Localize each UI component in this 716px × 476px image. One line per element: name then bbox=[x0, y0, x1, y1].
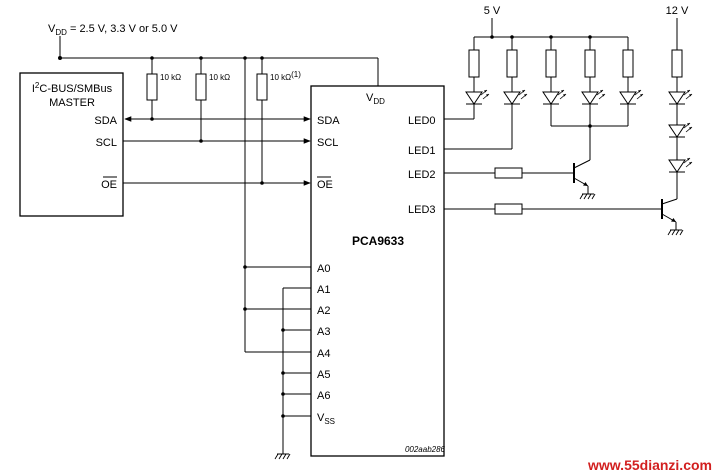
master-title-line2: MASTER bbox=[49, 97, 95, 109]
resistor-value-2: 10 kΩ bbox=[209, 73, 230, 82]
pca9633-chip bbox=[310, 85, 445, 457]
chip-pin-oe: OE bbox=[317, 179, 333, 191]
chip-pin-led3: LED3 bbox=[408, 204, 436, 216]
chip-pin-a4: A4 bbox=[317, 348, 330, 360]
ground-symbol-led2 bbox=[579, 193, 596, 200]
i2c-master-box bbox=[19, 72, 124, 217]
led-icon bbox=[668, 89, 693, 105]
pullup-resistor-oe bbox=[256, 73, 268, 101]
resistor-12v bbox=[671, 49, 683, 78]
chip-pin-vss: VSS bbox=[317, 412, 335, 426]
master-title-line1: I2C-BUS/SMBus bbox=[32, 81, 113, 95]
chip-pin-led2: LED2 bbox=[408, 169, 436, 181]
resistor-value-3: 10 kΩ(1) bbox=[270, 70, 301, 82]
chip-pin-led0: LED0 bbox=[408, 115, 436, 127]
led-icon bbox=[668, 157, 693, 173]
chip-pin-a5: A5 bbox=[317, 369, 330, 381]
led-icon bbox=[668, 122, 693, 138]
chip-pin-a2: A2 bbox=[317, 305, 330, 317]
npn-transistor-led2 bbox=[573, 159, 591, 194]
led-icon bbox=[503, 89, 528, 105]
chip-pin-a3: A3 bbox=[317, 326, 330, 338]
led-branch-3 bbox=[542, 37, 567, 126]
led-icon bbox=[465, 89, 490, 105]
chip-pin-a0: A0 bbox=[317, 263, 330, 275]
pullup-resistor-sda bbox=[146, 73, 158, 101]
chip-pin-led1: LED1 bbox=[408, 145, 436, 157]
resistor-value-1: 10 kΩ bbox=[160, 73, 181, 82]
chip-pin-a6: A6 bbox=[317, 390, 330, 402]
chip-pin-scl: SCL bbox=[317, 137, 338, 149]
master-pin-sda: SDA bbox=[94, 115, 117, 127]
led-branch-1 bbox=[465, 37, 490, 119]
chip-pin-sda: SDA bbox=[317, 115, 340, 127]
supply-12v-label: 12 V bbox=[666, 5, 689, 17]
led-icon bbox=[581, 89, 606, 105]
watermark-text: www.55dianzi.com bbox=[587, 457, 712, 473]
led-branch-4 bbox=[581, 37, 606, 126]
vdd-supply-label: VDD = 2.5 V, 3.3 V or 5.0 V bbox=[48, 23, 178, 37]
led-branch-5 bbox=[619, 37, 644, 126]
chip-vdd-pin: VDD bbox=[366, 92, 385, 106]
master-pin-oe: OE bbox=[101, 179, 117, 191]
chip-name: PCA9633 bbox=[352, 234, 404, 248]
supply-5v-label: 5 V bbox=[484, 5, 501, 17]
npn-transistor-led3 bbox=[661, 198, 678, 230]
master-pin-scl: SCL bbox=[96, 137, 117, 149]
base-resistor-led3 bbox=[494, 203, 523, 215]
chip-pin-a1: A1 bbox=[317, 284, 330, 296]
led-branch-2 bbox=[503, 37, 528, 149]
led-icon bbox=[542, 89, 567, 105]
ground-symbol-led3 bbox=[667, 229, 684, 236]
pullup-resistor-scl bbox=[195, 73, 207, 101]
led-icon bbox=[619, 89, 644, 105]
ground-symbol-chip bbox=[274, 453, 291, 460]
figure-code: 002aab286 bbox=[405, 445, 446, 454]
base-resistor-led2 bbox=[494, 167, 523, 179]
